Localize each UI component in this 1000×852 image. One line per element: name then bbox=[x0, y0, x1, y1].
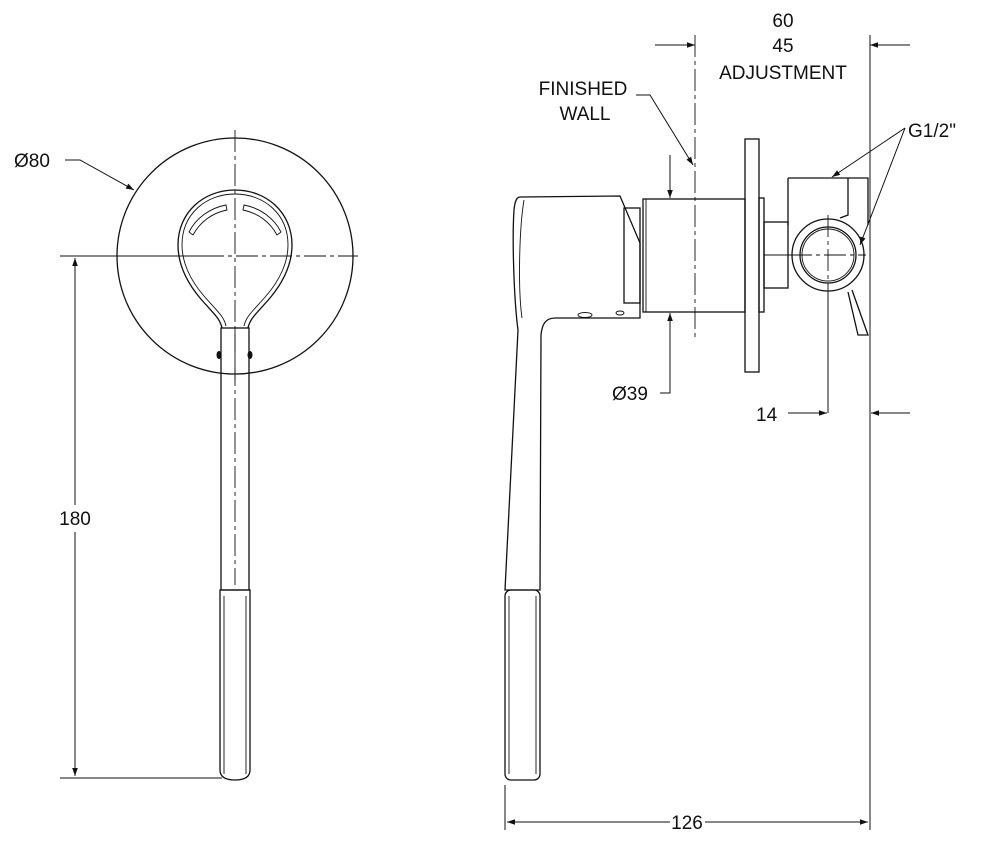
leader-80 bbox=[65, 159, 135, 191]
shroud-cylinder bbox=[642, 198, 746, 313]
valve-body bbox=[787, 177, 869, 225]
label-diameter-80: Ø80 bbox=[14, 151, 50, 172]
lever-grip bbox=[219, 589, 251, 781]
label-60: 60 bbox=[772, 11, 793, 32]
label-14: 14 bbox=[756, 405, 778, 426]
lever-loop-inner bbox=[181, 193, 289, 327]
label-126: 126 bbox=[671, 813, 703, 834]
side-view bbox=[504, 35, 910, 830]
dim-arrow-39-bottom bbox=[660, 313, 673, 394]
label-finished: FINISHED bbox=[539, 79, 628, 100]
label-45: 45 bbox=[772, 36, 793, 57]
screw-right bbox=[247, 351, 253, 359]
flange-collar bbox=[758, 197, 765, 313]
screw-left bbox=[216, 351, 222, 359]
label-wall: WALL bbox=[559, 104, 610, 125]
screw bbox=[577, 312, 593, 318]
spindle bbox=[623, 207, 641, 304]
screw bbox=[615, 310, 625, 316]
lever-loop bbox=[177, 189, 293, 329]
lever-head-edge bbox=[519, 199, 525, 319]
lever-head bbox=[504, 195, 641, 591]
label-180: 180 bbox=[59, 509, 91, 530]
leader-g12-a bbox=[831, 127, 906, 178]
label-g12: G1/2" bbox=[908, 121, 956, 142]
leader-g12-b bbox=[859, 127, 906, 246]
label-diameter-39: Ø39 bbox=[612, 384, 648, 405]
slot-right bbox=[242, 204, 282, 236]
leader-finished-wall bbox=[636, 94, 694, 166]
front-view bbox=[60, 130, 358, 781]
label-adjustment: ADJUSTMENT bbox=[719, 63, 847, 84]
slot-left bbox=[188, 204, 228, 236]
valve-tab bbox=[847, 289, 869, 336]
flange bbox=[744, 138, 760, 373]
lever-grip-side bbox=[504, 589, 541, 781]
